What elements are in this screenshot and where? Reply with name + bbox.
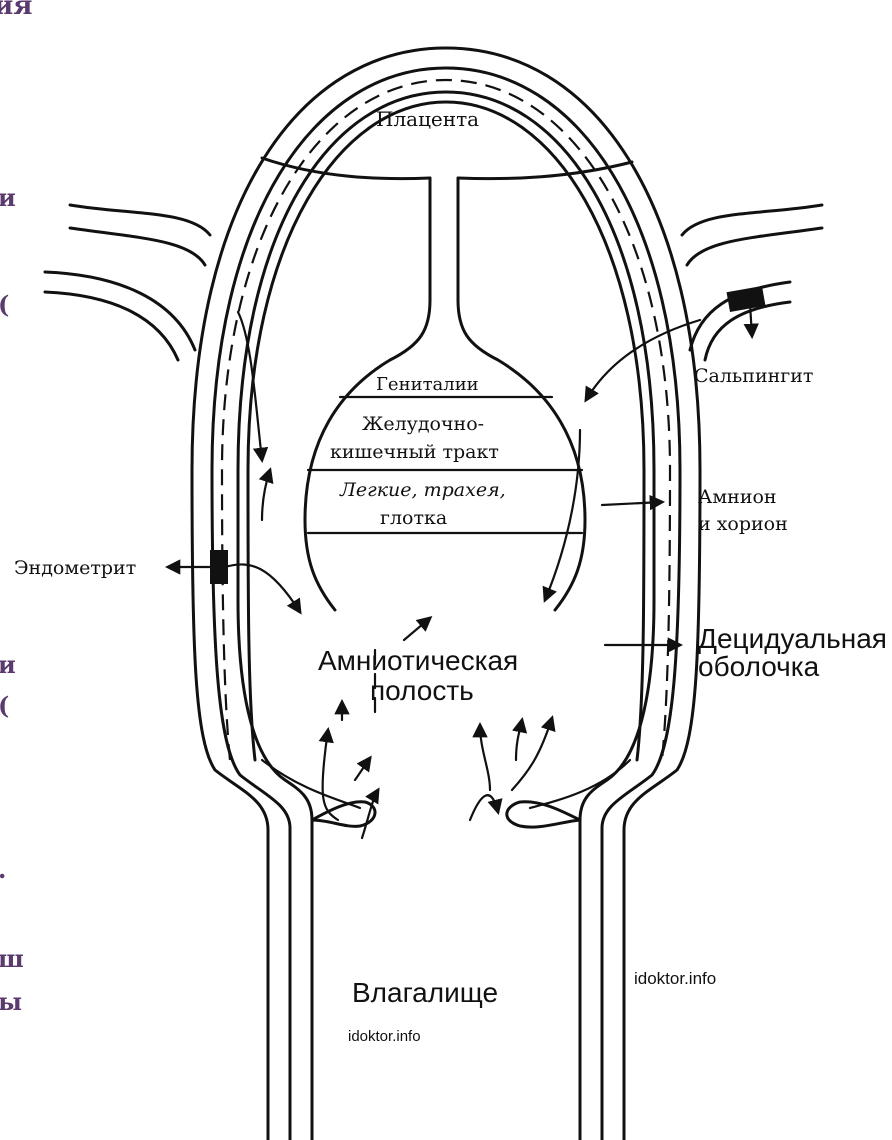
placenta-label: Плацента bbox=[376, 107, 479, 131]
margin-fragment: ( bbox=[0, 290, 9, 319]
margin-fragment: и bbox=[0, 650, 16, 679]
watermark: idoktor.info bbox=[348, 1028, 421, 1045]
fallopian-tubes bbox=[45, 205, 822, 360]
decidua-label-2: оболочка bbox=[698, 651, 820, 682]
salpingitis-label: Сальпингит bbox=[694, 365, 813, 387]
genitals-label: Гениталии bbox=[376, 374, 479, 395]
margin-fragment: ( bbox=[0, 691, 9, 720]
decidua-label-1: Децидуальная bbox=[698, 623, 887, 654]
margin-fragment: ия bbox=[0, 0, 33, 21]
lungs-label-1: Легкие, трахея, bbox=[339, 479, 506, 501]
watermark: idoktor.info bbox=[634, 969, 716, 988]
margin-fragment: ы bbox=[0, 987, 22, 1016]
margin-fragment: . bbox=[0, 855, 6, 884]
margin-fragment: ш bbox=[0, 944, 24, 973]
margin-fragment: и bbox=[0, 183, 16, 212]
margin-fragments: ия и ( и ( . ш ы bbox=[0, 0, 33, 1016]
endometritis-label: Эндометрит bbox=[14, 557, 136, 579]
lungs-label-2: глотка bbox=[380, 507, 447, 529]
amniotic-cavity-label-1: Амниотическая bbox=[318, 645, 518, 676]
cervix bbox=[262, 760, 630, 827]
amniotic-cavity-label-2: полость bbox=[370, 675, 474, 706]
gi-tract-label-1: Желудочно- bbox=[362, 413, 484, 435]
amnion-label-1: Амнион bbox=[698, 486, 777, 508]
gi-tract-label-2: кишечный тракт bbox=[330, 441, 499, 463]
amnion-label-2: и хорион bbox=[698, 513, 788, 535]
vagina-label: Влагалище bbox=[352, 977, 498, 1008]
